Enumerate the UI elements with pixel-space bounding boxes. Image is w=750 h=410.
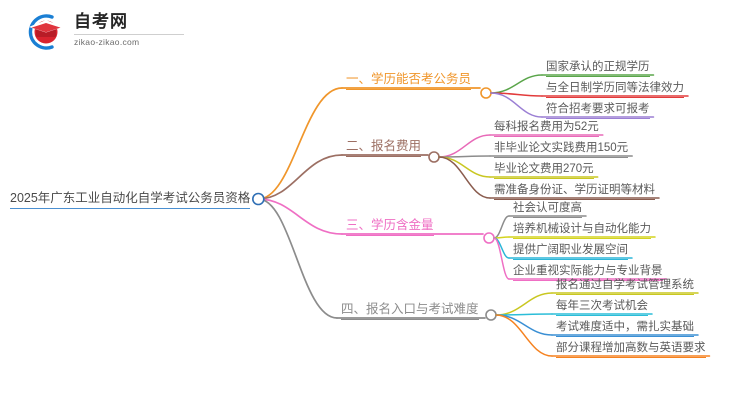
root-topic[interactable]: 2025年广东工业自动化自学考试公务员资格 [10, 191, 251, 209]
leaf-1-1[interactable]: 国家承认的正规学历 [546, 60, 650, 77]
leaf-4-4[interactable]: 部分课程增加高数与英语要求 [556, 341, 706, 358]
leaf-1-2[interactable]: 与全日制学历同等法律效力 [546, 81, 684, 98]
leaf-2-2[interactable]: 非毕业论文实践费用150元 [494, 141, 629, 158]
leaf-4-2[interactable]: 每年三次考试机会 [556, 299, 648, 316]
leaf-3-1[interactable]: 社会认可度高 [513, 201, 582, 218]
branch-2[interactable]: 二、报名费用 [346, 139, 422, 157]
logo-text-block: 自考网 zikao-zikao.com [74, 12, 194, 48]
logo-domain: zikao-zikao.com [74, 37, 140, 47]
leaf-1-3[interactable]: 符合招考要求可报考 [546, 102, 650, 119]
leaf-3-2[interactable]: 培养机械设计与自动化能力 [513, 222, 651, 239]
branch-3[interactable]: 三、学历含金量 [346, 218, 434, 236]
leaf-2-1[interactable]: 每科报名费用为52元 [494, 120, 599, 137]
leaf-2-3[interactable]: 毕业论文费用270元 [494, 162, 594, 179]
branch-1[interactable]: 一、学历能否考公务员 [346, 72, 472, 90]
leaf-4-1[interactable]: 报名通过自学考试管理系统 [556, 278, 694, 295]
leaf-2-4[interactable]: 需准备身份证、学历证明等材料 [494, 183, 655, 200]
leaf-3-4[interactable]: 企业重视实际能力与专业背景 [513, 264, 663, 281]
logo-divider [74, 34, 184, 35]
leaf-4-3[interactable]: 考试难度适中，需扎实基础 [556, 320, 694, 337]
leaf-3-3[interactable]: 提供广阔职业发展空间 [513, 243, 628, 260]
branch-4[interactable]: 四、报名入口与考试难度 [341, 302, 479, 320]
site-logo: 自考网 zikao-zikao.com [22, 8, 202, 56]
logo-title: 自考网 [74, 12, 128, 31]
graduation-cap-logo-icon [22, 12, 66, 52]
